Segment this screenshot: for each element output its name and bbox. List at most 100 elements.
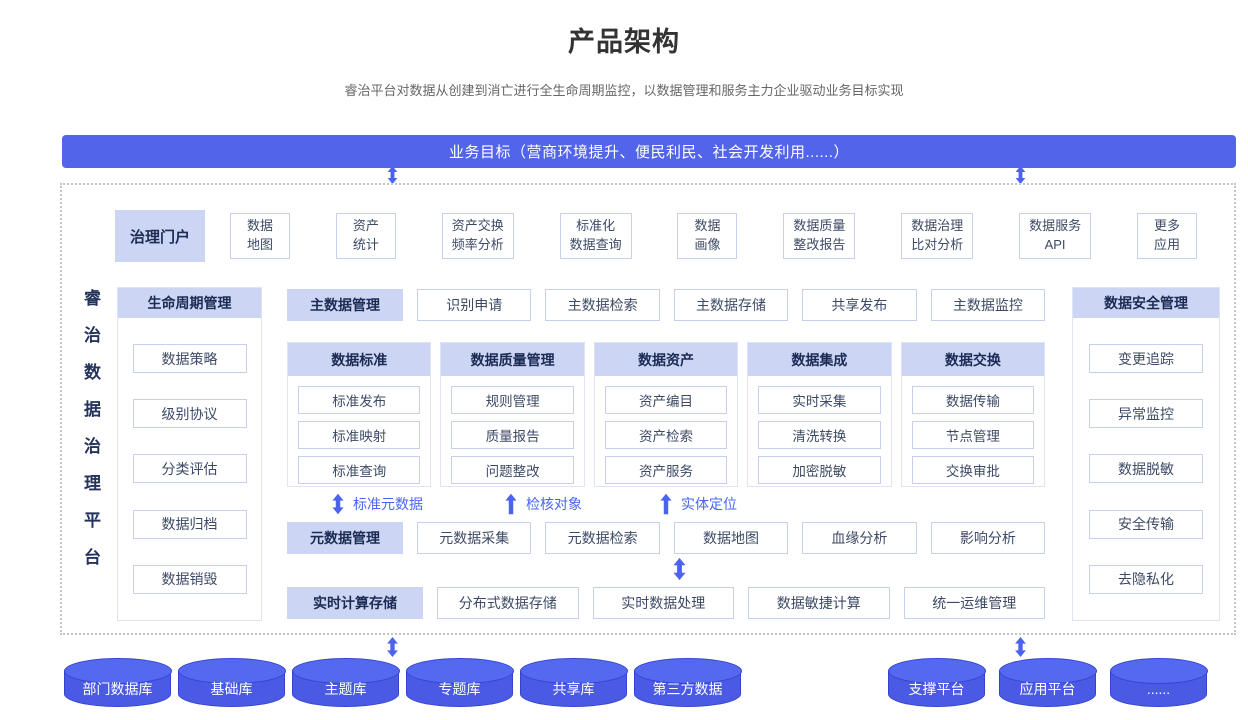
security-item-list: 变更追踪 异常监控 数据脱敏 安全传输 去隐私化 (1073, 318, 1219, 620)
governance-portal-row: 治理门户 数据 地图 资产 统计 资产交换 频率分析 标准化 数据查询 数据 画… (115, 210, 1197, 262)
column-header: 数据交换 (901, 343, 1045, 376)
lifecycle-item: 数据策略 (132, 344, 247, 374)
metadata-item: 元数据采集 (417, 522, 532, 554)
database-label: 应用平台 (1019, 681, 1076, 697)
security-item: 数据脱敏 (1089, 454, 1203, 484)
metadata-item: 血缘分析 (802, 522, 917, 554)
portal-item: 数据 地图 (230, 213, 290, 259)
database-label: ...... (1146, 681, 1171, 697)
master-data-item: 主数据检索 (545, 289, 660, 321)
lifecycle-item: 分类评估 (132, 454, 247, 484)
portal-item: 资产交换 频率分析 (441, 213, 514, 259)
column-item: 清洗转换 (758, 421, 881, 449)
lifecycle-item-list: 数据策略 级别协议 分类评估 数据归档 数据销毁 (118, 318, 261, 620)
realtime-item: 数据敏捷计算 (748, 587, 890, 619)
flow-label: 检核对象 (526, 496, 582, 512)
page-subtitle: 睿治平台对数据从创建到消亡进行全生命周期监控，以数据管理和服务主力企业驱动业务目… (344, 83, 904, 98)
column-item: 标准发布 (297, 386, 421, 414)
security-item: 异常监控 (1089, 399, 1203, 429)
double-arrow-icon (673, 554, 686, 584)
realtime-header: 实时计算存储 (287, 587, 423, 619)
database-row-right: 支撑平台 应用平台 ...... (887, 658, 1208, 707)
column-item: 实时采集 (758, 386, 881, 414)
database-cylinder: 应用平台 (998, 658, 1097, 707)
double-arrow-icon (386, 637, 399, 657)
column-item: 质量报告 (451, 421, 574, 449)
database-label: 基础库 (210, 681, 253, 697)
lifecycle-item: 数据归档 (132, 509, 247, 539)
column-data-exchange: 数据交换 数据传输 节点管理 交换审批 (900, 342, 1046, 487)
column-data-quality: 数据质量管理 规则管理 质量报告 问题整改 (440, 342, 585, 487)
flow-entity-location: 实体定位 (660, 490, 737, 518)
column-item: 标准映射 (297, 421, 421, 449)
master-data-header: 主数据管理 (287, 289, 403, 321)
master-data-item: 主数据存储 (673, 289, 789, 321)
security-item: 去隐私化 (1089, 564, 1203, 594)
realtime-item: 实时数据处理 (592, 587, 734, 619)
database-label: 部门数据库 (82, 681, 153, 697)
platform-vertical-label: 睿治数据治理平台 (81, 289, 100, 585)
master-data-item: 主数据监控 (930, 289, 1046, 321)
security-item: 变更追踪 (1089, 344, 1203, 374)
platform-container: 睿治数据治理平台 治理门户 数据 地图 资产 统计 资产交换 频率分析 标准化 … (60, 183, 1236, 635)
database-cylinder: 基础库 (177, 658, 286, 707)
double-arrow-icon (1014, 166, 1027, 184)
column-data-integration: 数据集成 实时采集 清洗转换 加密脱敏 (747, 342, 892, 487)
realtime-item: 分布式数据存储 (437, 587, 579, 619)
up-arrow-icon (505, 492, 517, 516)
column-item: 问题整改 (451, 456, 574, 484)
security-header: 数据安全管理 (1073, 288, 1219, 318)
flow-standard-metadata: 标准元数据 (332, 490, 423, 518)
master-data-item: 共享发布 (802, 289, 917, 321)
double-arrow-icon (386, 166, 399, 184)
double-arrow-icon (1014, 637, 1027, 657)
column-header: 数据质量管理 (441, 343, 584, 376)
business-goal-banner: 业务目标（营商环境提升、便民利民、社会开发利用......） (62, 135, 1236, 168)
portal-item: 数据 画像 (677, 213, 738, 259)
flow-check-object: 检核对象 (505, 490, 582, 518)
database-label: 第三方数据 (652, 681, 723, 697)
portal-item: 更多 应用 (1136, 213, 1197, 259)
flow-label: 实体定位 (681, 496, 737, 512)
database-cylinder: 主题库 (291, 658, 400, 707)
column-item: 资产编目 (604, 386, 728, 414)
database-cylinder: 专题库 (405, 658, 514, 707)
module-columns: 数据标准 标准发布 标准映射 标准查询 数据质量管理 规则管理 质量报告 问题整… (287, 342, 1046, 487)
column-item: 资产服务 (604, 456, 728, 484)
double-arrow-icon (332, 492, 344, 516)
database-cylinder: 第三方数据 (633, 658, 742, 707)
portal-item: 数据治理 比对分析 (901, 213, 974, 259)
column-item: 交换审批 (911, 456, 1035, 484)
database-cylinder: 共享库 (519, 658, 628, 707)
metadata-header: 元数据管理 (287, 522, 403, 554)
database-cylinder: 部门数据库 (63, 658, 172, 707)
realtime-item: 统一运维管理 (903, 587, 1045, 619)
up-arrow-icon (660, 492, 672, 516)
flow-label: 标准元数据 (353, 496, 423, 512)
metadata-row: 元数据管理 元数据采集 元数据检索 数据地图 血缘分析 影响分析 (287, 522, 1046, 554)
column-item: 加密脱敏 (758, 456, 881, 484)
portal-item: 数据服务 API (1019, 213, 1092, 259)
column-header: 数据集成 (748, 343, 891, 376)
column-data-standard: 数据标准 标准发布 标准映射 标准查询 (287, 342, 432, 487)
lifecycle-panel: 生命周期管理 数据策略 级别协议 分类评估 数据归档 数据销毁 (117, 287, 262, 621)
column-header: 数据资产 (594, 343, 738, 376)
realtime-row: 实时计算存储 分布式数据存储 实时数据处理 数据敏捷计算 统一运维管理 (287, 587, 1045, 619)
portal-item: 标准化 数据查询 (559, 213, 632, 259)
database-cylinder: ...... (1109, 658, 1208, 707)
database-cylinder: 支撑平台 (887, 658, 986, 707)
database-label: 专题库 (438, 681, 481, 697)
portal-header: 治理门户 (115, 210, 205, 262)
database-label: 支撑平台 (908, 681, 965, 697)
column-item: 规则管理 (451, 386, 574, 414)
database-row-left: 部门数据库 基础库 主题库 专题库 共享库 第三方数据 (63, 658, 742, 707)
portal-item: 资产 统计 (335, 213, 396, 259)
metadata-item: 影响分析 (930, 522, 1046, 554)
column-item: 节点管理 (911, 421, 1035, 449)
column-item: 资产检索 (604, 421, 728, 449)
security-item: 安全传输 (1089, 509, 1203, 539)
lifecycle-item: 数据销毁 (132, 564, 247, 594)
portal-item-list: 数据 地图 资产 统计 资产交换 频率分析 标准化 数据查询 数据 画像 数据质… (230, 213, 1197, 259)
page-title: 产品架构 (568, 27, 680, 57)
